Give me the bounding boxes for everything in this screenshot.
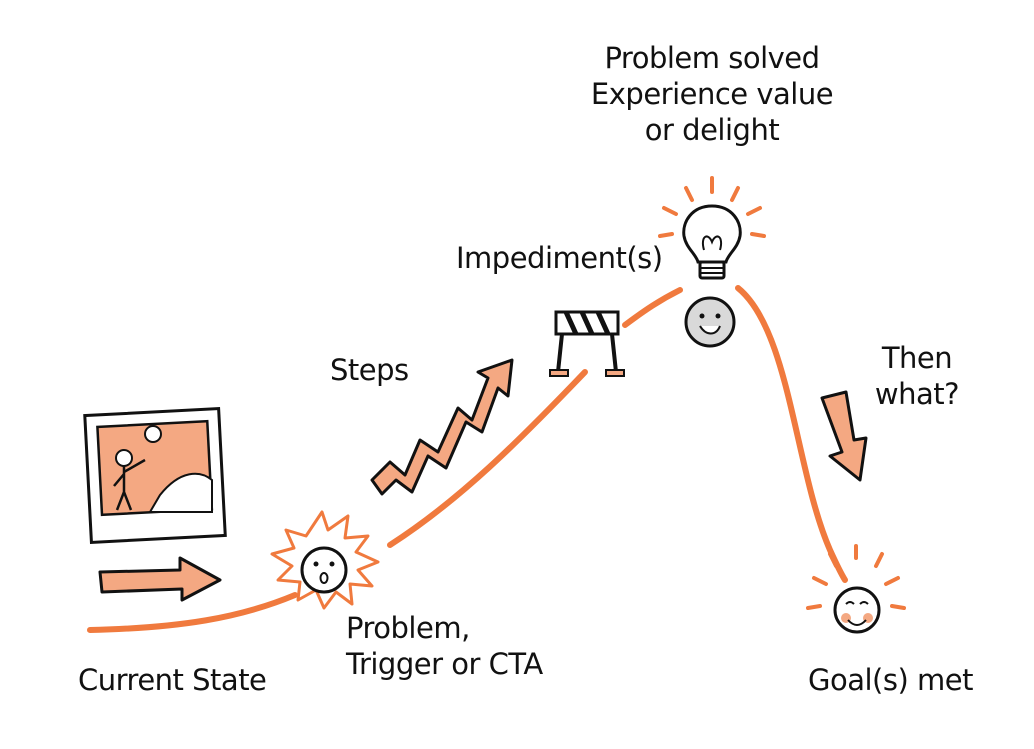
goal-met-label: Goal(s) met [808, 662, 973, 698]
smiling-face-icon [684, 296, 736, 348]
problem-trigger-label: Problem, Trigger or CTA [346, 610, 543, 682]
curve-falling-segment [735, 285, 848, 583]
then-what-line-2: what? [874, 377, 960, 411]
happy-face-icon [806, 544, 906, 634]
right-arrow-icon [98, 556, 222, 602]
curve-rising-segment [387, 369, 588, 548]
zigzag-arrow-icon [370, 358, 514, 496]
steps-label: Steps [330, 352, 409, 388]
journey-curve [87, 285, 848, 633]
impediments-label: Impediment(s) [456, 240, 663, 276]
solved-line-3: or delight [644, 113, 780, 147]
picture-frame-icon [83, 407, 227, 544]
current-state-label: Current State [78, 662, 267, 698]
impediments-text: Impediment(s) [456, 241, 663, 275]
burst-face-icon [270, 510, 380, 610]
current-state-text: Current State [78, 663, 267, 697]
curve-upper-segment [622, 287, 683, 328]
down-arrow-icon [820, 390, 868, 482]
solved-line-2: Experience value [590, 77, 834, 111]
barrier-icon [549, 310, 625, 377]
problem-line-2: Trigger or CTA [346, 647, 543, 681]
then-what-line-1: Then [881, 341, 953, 375]
then-what-label: Then what? [862, 340, 972, 412]
curve-start-segment [87, 592, 298, 633]
lightbulb-icon [658, 176, 766, 280]
problem-line-1: Problem, [346, 611, 470, 645]
goal-met-text: Goal(s) met [808, 663, 973, 697]
steps-text: Steps [330, 353, 409, 387]
problem-solved-label: Problem solved Experience value or delig… [572, 40, 852, 148]
solved-line-1: Problem solved [604, 41, 820, 75]
